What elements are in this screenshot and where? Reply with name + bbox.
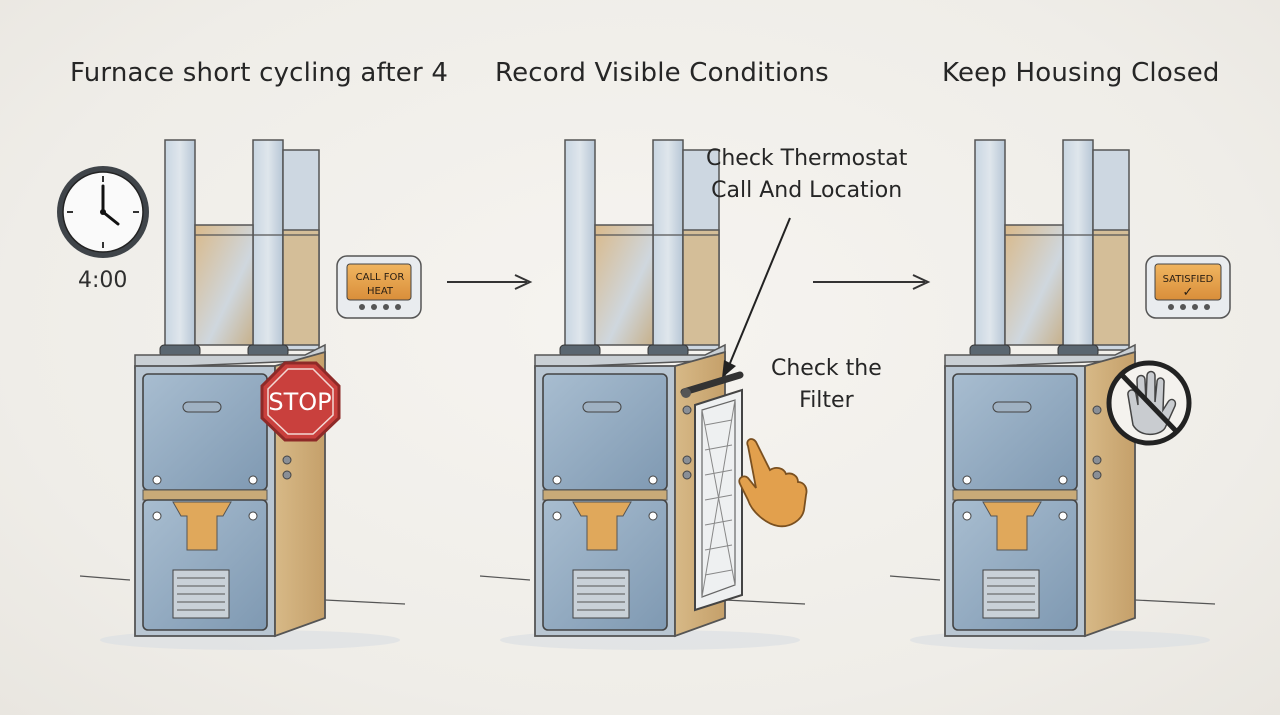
pointing-hand-icon: [738, 438, 808, 528]
arrow-right-icon: [447, 274, 533, 290]
thermostat-1-line-2: HEAT: [367, 286, 394, 297]
thermostat-note-line-1: Check Thermostat: [706, 146, 908, 171]
clock-icon: [57, 166, 149, 258]
thermostat-icon: [1145, 255, 1231, 319]
filter-note: Check the Filter: [771, 353, 882, 417]
arrow-right-icon: [813, 274, 931, 290]
no-touch-hand-icon: [1106, 360, 1192, 446]
thermostat-1-line-1: CALL FOR: [356, 272, 405, 283]
stop-sign-icon: [260, 361, 341, 442]
filter-note-line-1: Check the: [771, 356, 882, 381]
thermostat-note-line-2: Call And Location: [711, 178, 903, 203]
filter-note-line-2: Filter: [799, 388, 854, 413]
thermostat-icon: [336, 255, 422, 319]
thermostat-note-arrow: [722, 217, 791, 378]
thermostat-note: Check Thermostat Call And Location: [706, 143, 907, 207]
clock-time-label: 4:00: [78, 268, 128, 293]
stop-sign-label: STOP: [268, 388, 331, 416]
thermostat-3-line-2: ✓: [1183, 285, 1194, 300]
thermostat-3-line-1: SATISFIED: [1163, 274, 1214, 285]
furnace-2-illustration: [479, 139, 806, 651]
panel-3-title: Keep Housing Closed: [942, 58, 1220, 88]
panel-2-title: Record Visible Conditions: [495, 58, 829, 88]
filter-icon: [680, 371, 744, 612]
panel-1-title: Furnace short cycling after 4: [70, 58, 449, 88]
